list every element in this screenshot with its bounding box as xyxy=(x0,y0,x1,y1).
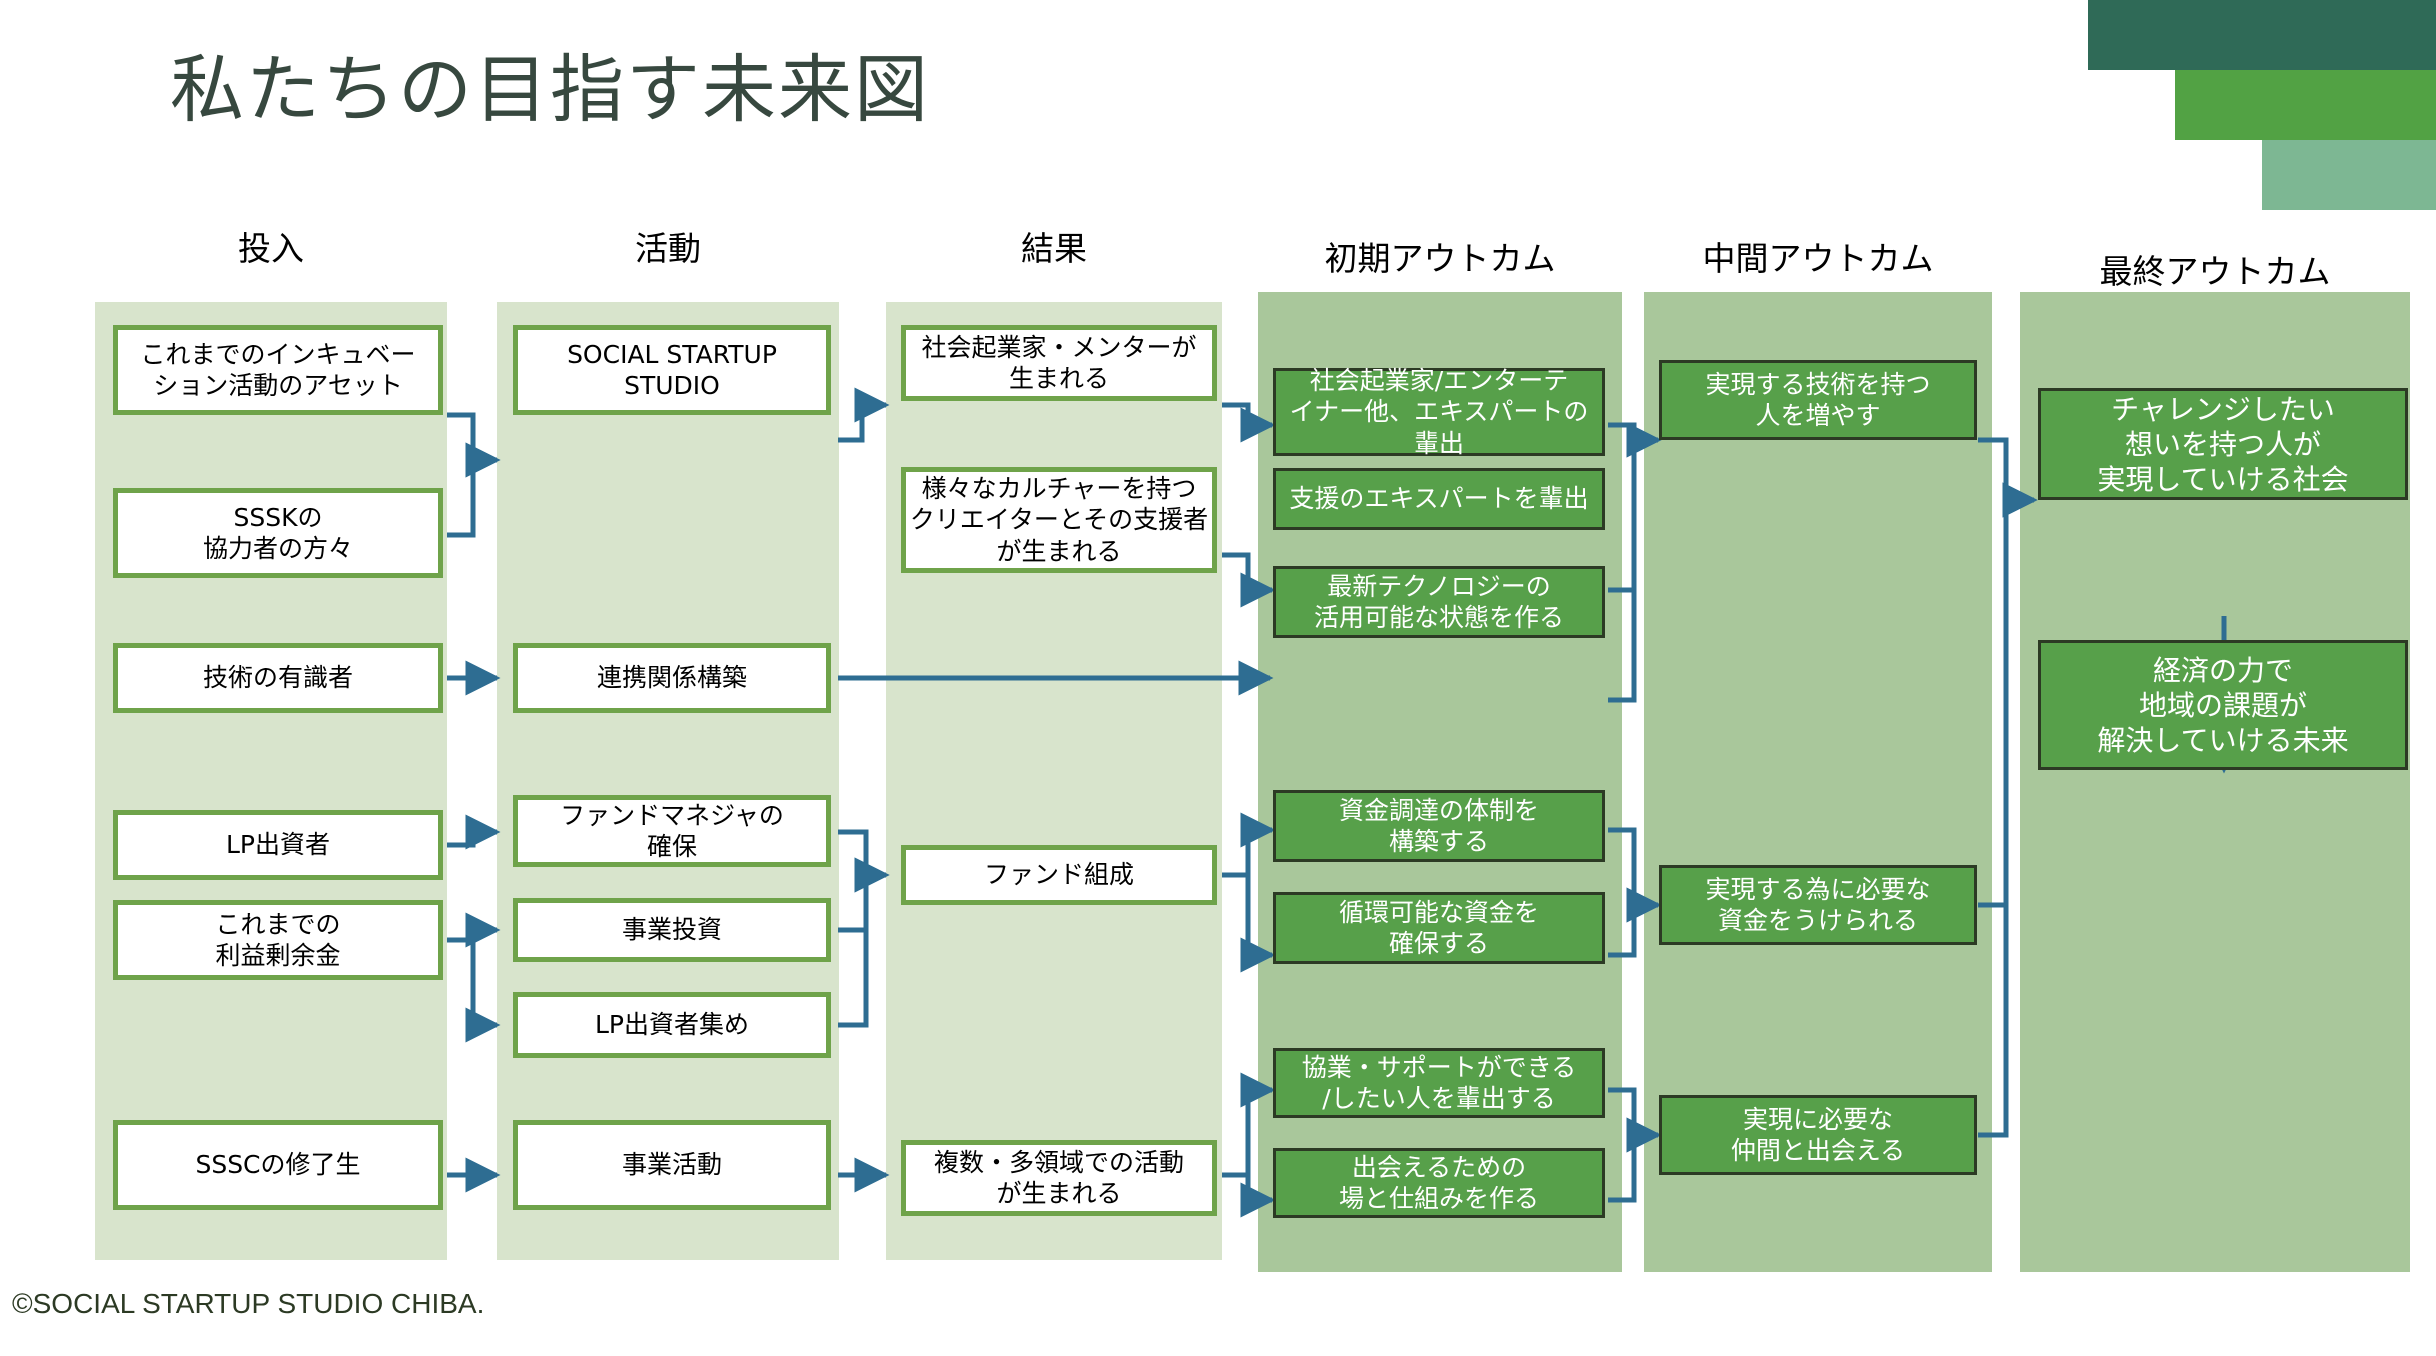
n-support-experts-label: 支援のエキスパートを輩出 xyxy=(1289,484,1589,514)
copyright-footer: ©SOCIAL STARTUP STUDIO CHIBA. xyxy=(12,1288,485,1319)
column-header-intermediate-outcome: 中間アウトカム xyxy=(1702,239,1934,278)
n-creators-supporters[interactable]: 様々なカルチャーを持つ クリエイターとその支援者 が生まれる xyxy=(901,467,1217,573)
n-meet-companions[interactable]: 実現に必要な 仲間と出会える xyxy=(1659,1095,1977,1175)
n-fund-manager[interactable]: ファンドマネジャの 確保 xyxy=(513,795,831,867)
n-sssk-supporters[interactable]: SSSKの 協力者の方々 xyxy=(113,488,443,578)
column-header-investment: 投入 xyxy=(238,229,304,268)
n-business-activity[interactable]: 事業活動 xyxy=(513,1120,831,1210)
n-entrepreneurs-mentors-label: 社会起業家・メンターが 生まれる xyxy=(921,332,1197,393)
n-latest-technology[interactable]: 最新テクノロジーの 活用可能な状態を作る xyxy=(1273,566,1605,638)
n-incubation-assets[interactable]: これまでのインキュベー ション活動のアセット xyxy=(113,325,443,415)
n-circulating-funds[interactable]: 循環可能な資金を 確保する xyxy=(1273,892,1605,964)
n-entrepreneurs-mentors[interactable]: 社会起業家・メンターが 生まれる xyxy=(901,325,1217,401)
column-header-initial-outcome: 初期アウトカム xyxy=(1324,239,1556,278)
column-band-activity xyxy=(497,302,839,1260)
decor-bar-medium xyxy=(2175,70,2436,140)
n-latest-technology-label: 最新テクノロジーの 活用可能な状態を作る xyxy=(1313,571,1564,632)
n-experts-produced-label: 社会起業家/エンターテ イナー他、エキスパートの 輩出 xyxy=(1289,366,1589,458)
n-economic-future[interactable]: 経済の力で 地域の課題が 解決していける未来 xyxy=(2038,640,2408,770)
n-challenge-society[interactable]: チャレンジしたい 想いを持つ人が 実現していける社会 xyxy=(2038,388,2408,500)
n-economic-future-label: 経済の力で 地域の課題が 解決していける未来 xyxy=(2097,653,2349,757)
column-band-output xyxy=(886,302,1222,1260)
decor-bar-dark xyxy=(2088,0,2436,70)
n-sssc-graduates-label: SSSCの修了生 xyxy=(195,1150,361,1180)
n-business-activity-label: 事業活動 xyxy=(621,1150,722,1180)
n-lp-investors-label: LP出資者 xyxy=(225,830,330,860)
n-meet-companions-label: 実現に必要な 仲間と出会える xyxy=(1730,1104,1906,1165)
column-header-output: 結果 xyxy=(1021,229,1087,268)
n-receive-funding-label: 実現する為に必要な 資金をうけられる xyxy=(1705,874,1931,935)
column-header-activity: 活動 xyxy=(635,229,701,268)
n-partnership-building-label: 連携関係構築 xyxy=(596,663,747,693)
n-fund-manager-label: ファンドマネジャの 確保 xyxy=(560,800,784,861)
n-sssc-graduates[interactable]: SSSCの修了生 xyxy=(113,1120,443,1210)
n-funding-structure[interactable]: 資金調達の体制を 構築する xyxy=(1273,790,1605,862)
n-lp-recruiting[interactable]: LP出資者集め xyxy=(513,992,831,1058)
n-funding-structure-label: 資金調達の体制を 構築する xyxy=(1338,795,1539,856)
n-retained-earnings-label: これまでの 利益剰余金 xyxy=(215,909,341,970)
column-band-investment xyxy=(95,302,447,1260)
n-experts-produced[interactable]: 社会起業家/エンターテ イナー他、エキスパートの 輩出 xyxy=(1273,366,1605,458)
n-support-experts[interactable]: 支援のエキスパートを輩出 xyxy=(1273,468,1605,530)
n-receive-funding[interactable]: 実現する為に必要な 資金をうけられる xyxy=(1659,865,1977,945)
n-increase-skilled-people-label: 実現する技術を持つ 人を増やす xyxy=(1705,369,1931,430)
n-creators-supporters-label: 様々なカルチャーを持つ クリエイターとその支援者 が生まれる xyxy=(909,474,1209,566)
n-multi-domain-activity[interactable]: 複数・多領域での活動 が生まれる xyxy=(901,1140,1217,1216)
n-partnership-building[interactable]: 連携関係構築 xyxy=(513,643,831,713)
column-header-final-outcome: 最終アウトカム xyxy=(2099,252,2331,291)
n-fund-formation[interactable]: ファンド組成 xyxy=(901,845,1217,905)
n-lp-investors[interactable]: LP出資者 xyxy=(113,810,443,880)
n-business-investment-label: 事業投資 xyxy=(621,915,722,945)
n-incubation-assets-label: これまでのインキュベー ション活動のアセット xyxy=(140,339,416,400)
n-sssk-supporters-label: SSSKの 協力者の方々 xyxy=(202,502,353,563)
n-multi-domain-activity-label: 複数・多領域での活動 が生まれる xyxy=(933,1147,1184,1208)
page-title: 私たちの目指す未来図 xyxy=(170,47,930,133)
n-tech-experts[interactable]: 技術の有識者 xyxy=(113,643,443,713)
n-collaboration-people-label: 協業・サポートができる /したい人を輩出する xyxy=(1301,1052,1577,1113)
n-social-startup-studio-label: SOCIAL STARTUP STUDIO xyxy=(567,339,777,400)
n-challenge-society-label: チャレンジしたい 想いを持つ人が 実現していける社会 xyxy=(2097,392,2349,496)
n-meeting-places-label: 出会えるための 場と仕組みを作る xyxy=(1338,1152,1539,1213)
n-increase-skilled-people[interactable]: 実現する技術を持つ 人を増やす xyxy=(1659,360,1977,440)
decor-bar-light xyxy=(2262,140,2436,210)
n-social-startup-studio[interactable]: SOCIAL STARTUP STUDIO xyxy=(513,325,831,415)
n-retained-earnings[interactable]: これまでの 利益剰余金 xyxy=(113,900,443,980)
n-business-investment[interactable]: 事業投資 xyxy=(513,898,831,962)
n-collaboration-people[interactable]: 協業・サポートができる /したい人を輩出する xyxy=(1273,1048,1605,1118)
n-fund-formation-label: ファンド組成 xyxy=(983,860,1134,890)
n-tech-experts-label: 技術の有識者 xyxy=(202,663,353,693)
n-circulating-funds-label: 循環可能な資金を 確保する xyxy=(1338,897,1539,958)
n-meeting-places[interactable]: 出会えるための 場と仕組みを作る xyxy=(1273,1148,1605,1218)
n-lp-recruiting-label: LP出資者集め xyxy=(594,1010,749,1040)
